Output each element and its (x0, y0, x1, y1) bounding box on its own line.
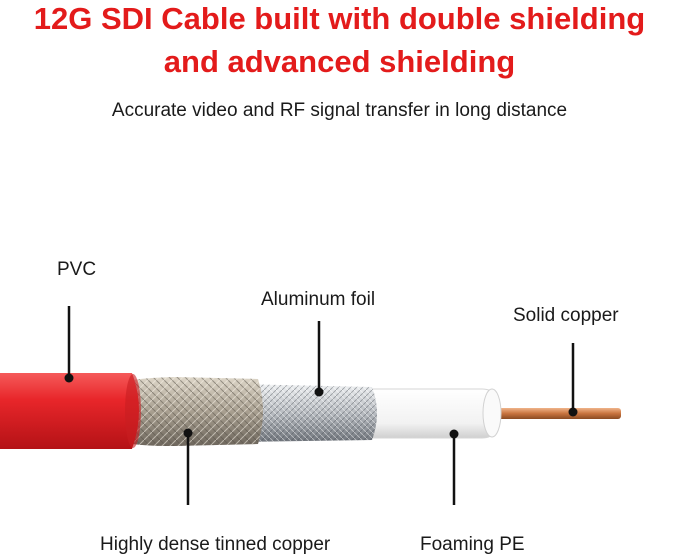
label-foaming-pe: Foaming PE (420, 534, 525, 556)
label-solid-copper: Solid copper (513, 305, 619, 327)
foaming-pe-leader-dot (450, 430, 459, 439)
label-aluminum-foil: Aluminum foil (261, 289, 375, 311)
label-pvc: PVC (57, 259, 96, 281)
foaming-pe-layer (360, 389, 501, 438)
pvc-jacket-layer (0, 373, 141, 449)
solid-copper-leader-dot (569, 408, 578, 417)
tinned-copper-leader-dot (184, 429, 193, 438)
copper-conductor (488, 408, 621, 419)
tinned-copper-braid-layer (128, 377, 263, 446)
aluminum-foil-leader-dot (315, 388, 324, 397)
label-tinned-copper: Highly dense tinned copper (100, 534, 330, 556)
pvc-leader-dot (65, 374, 74, 383)
